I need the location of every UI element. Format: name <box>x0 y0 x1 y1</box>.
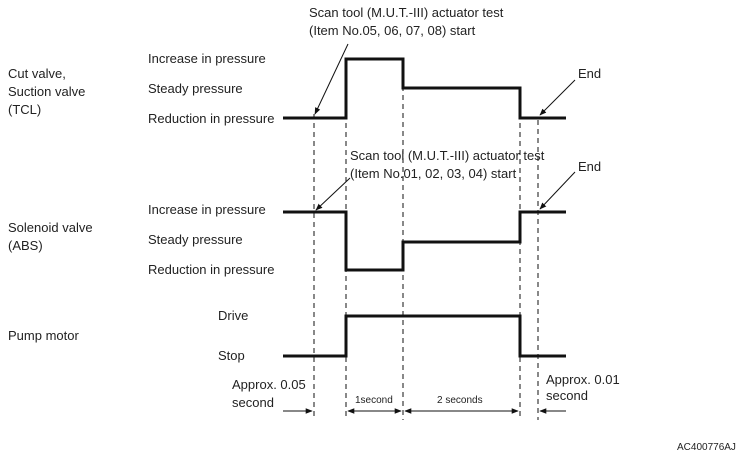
level-increase-tcl: Increase in pressure <box>148 51 266 66</box>
mid-annotation: Scan tool (M.U.T.-III) actuator test (It… <box>350 148 548 181</box>
top-end-arrow <box>539 79 576 116</box>
end-delay-label: Approx. 0.01 second <box>546 372 623 403</box>
level-steady-abs: Steady pressure <box>148 232 243 247</box>
mid-end-label: End <box>578 159 601 174</box>
tcl-valve-waveform <box>283 57 566 120</box>
level-drive-pump: Drive <box>218 308 248 323</box>
top-start-arrow <box>314 43 349 115</box>
abs-solenoid-waveform <box>283 210 566 272</box>
pump-motor-waveform <box>283 314 566 358</box>
mid-start-arrow <box>315 177 351 211</box>
signal-name-tcl: Cut valve, Suction valve (TCL) <box>8 66 89 117</box>
segment-2-label: 2 seconds <box>437 395 483 406</box>
level-reduction-tcl: Reduction in pressure <box>148 111 274 126</box>
top-end-label: End <box>578 66 601 81</box>
segment-1-label: 1second <box>355 395 393 406</box>
level-stop-pump: Stop <box>218 348 245 363</box>
top-annotation: Scan tool (M.U.T.-III) actuator test (It… <box>309 5 507 38</box>
level-reduction-abs: Reduction in pressure <box>148 262 274 277</box>
signal-name-pump: Pump motor <box>8 328 79 343</box>
level-increase-abs: Increase in pressure <box>148 202 266 217</box>
level-steady-tcl: Steady pressure <box>148 81 243 96</box>
signal-name-abs: Solenoid valve (ABS) <box>8 220 96 253</box>
start-delay-label: Approx. 0.05 second <box>232 377 309 410</box>
mid-end-arrow <box>539 171 576 210</box>
figure-code: AC400776AJ <box>677 442 736 453</box>
